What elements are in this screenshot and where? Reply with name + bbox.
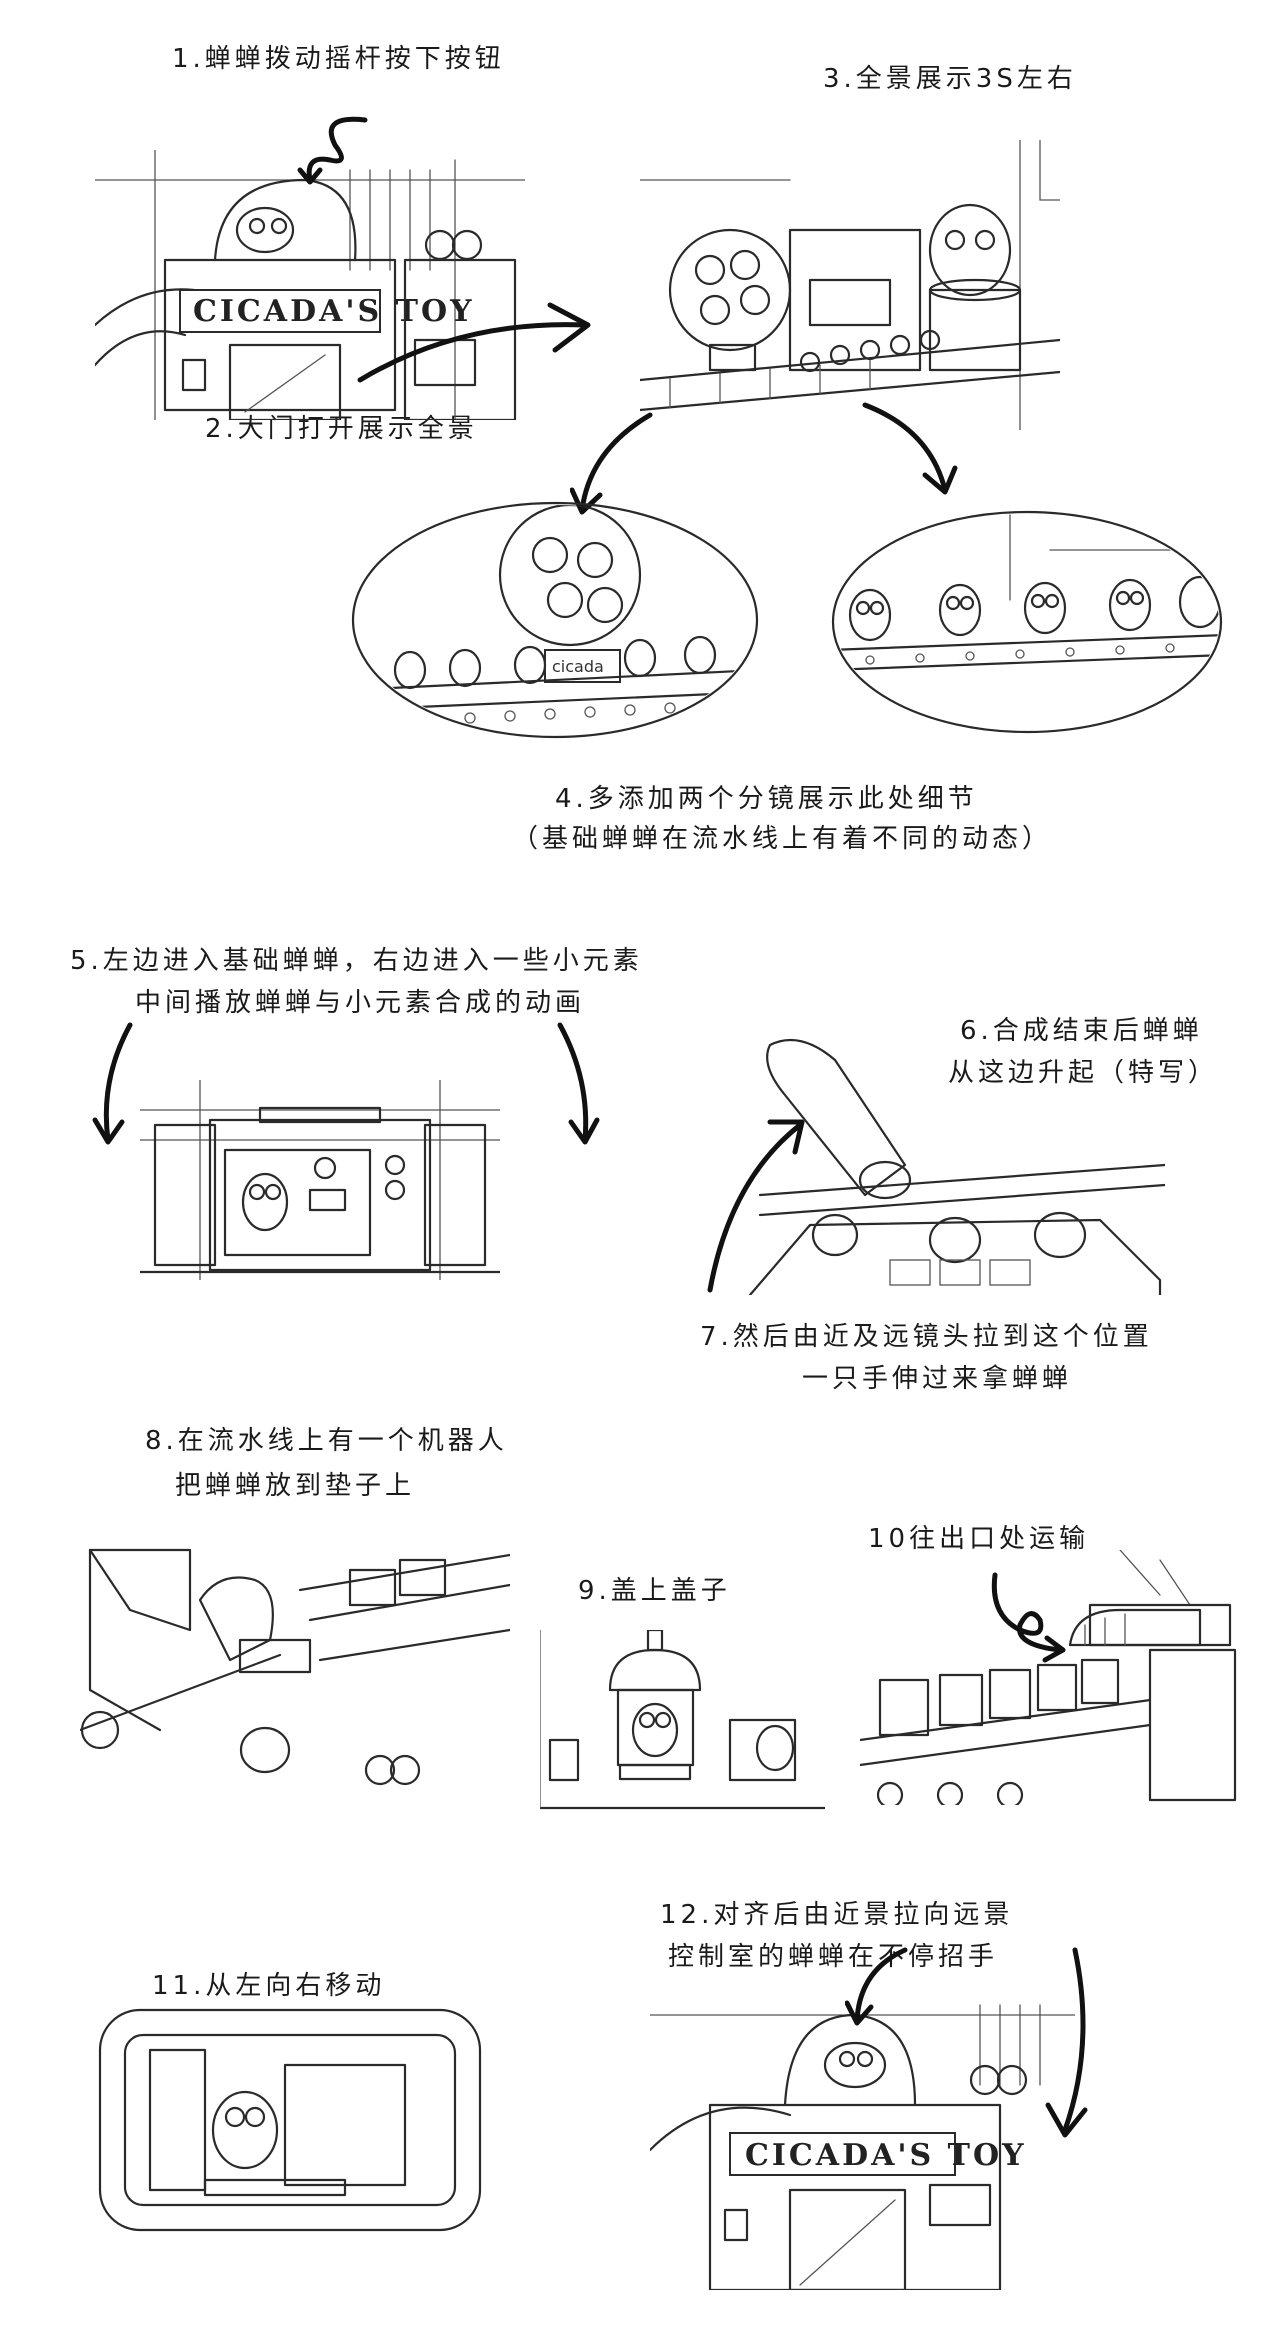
panel-shop-front-final: CICADA'S TOY [650, 1985, 1075, 2290]
arrow-down-icon [1040, 1945, 1100, 2145]
arrow-down-left-icon [570, 410, 660, 520]
note-4-line-1: 4.多添加两个分镜展示此处细节 [555, 784, 978, 814]
note-3: 3.全景展示3S左右 [823, 64, 1077, 94]
panel-detail-ellipse-right [830, 510, 1225, 735]
arrow-down-right-icon [545, 1020, 605, 1150]
note-11: 11.从左向右移动 [152, 1971, 386, 2001]
curl-arrow-icon [290, 110, 385, 185]
note-12-line-2: 控制室的蝉蝉在不停招手 [668, 1942, 999, 1972]
machine-label: cicada [552, 657, 604, 676]
note-5-line-1: 5.左边进入基础蝉蝉，右边进入一些小元素 [70, 946, 643, 976]
arrow-up-icon [700, 1110, 810, 1300]
curl-arrow-icon [985, 1570, 1075, 1665]
note-8-line-1: 8.在流水线上有一个机器人 [145, 1426, 508, 1456]
shop-sign: CICADA'S TOY [193, 294, 475, 329]
shop-sign-final: CICADA'S TOY [745, 2138, 1027, 2173]
panel-detail-ellipse-left: cicada [350, 500, 760, 740]
panel-left-to-right [95, 2005, 485, 2235]
note-7-line-1: 7.然后由近及远镜头拉到这个位置 [700, 1322, 1153, 1352]
arrow-down-left-icon [90, 1020, 150, 1150]
note-9: 9.盖上盖子 [578, 1576, 731, 1606]
note-6-line-2: 从这边升起（特写） [948, 1058, 1219, 1088]
panel-transport-exit [860, 1550, 1240, 1805]
arrow-down-left-icon [845, 1945, 915, 2030]
note-1: 1.蝉蝉拨动摇杆按下按钮 [172, 44, 505, 74]
arrow-right-icon [350, 290, 600, 390]
note-6-line-1: 6.合成结束后蝉蝉 [960, 1016, 1203, 1046]
note-8-line-2: 把蝉蝉放到垫子上 [175, 1471, 416, 1501]
note-4-line-2: （基础蝉蝉在流水线上有着不同的动态） [512, 824, 1053, 854]
arrow-down-right-icon [860, 400, 960, 500]
note-10: 10往出口处运输 [868, 1524, 1090, 1554]
panel-factory-overview [640, 140, 1060, 430]
panel-lid [540, 1630, 825, 1810]
note-7-line-2: 一只手伸过来拿蝉蝉 [802, 1364, 1073, 1394]
note-12-line-1: 12.对齐后由近景拉向远景 [660, 1900, 1014, 1930]
panel-synthesis-machine [140, 1080, 500, 1280]
panel-raise-closeup [740, 1035, 1165, 1295]
panel-robot-conveyor [80, 1530, 510, 1790]
note-5-line-2: 中间播放蝉蝉与小元素合成的动画 [135, 988, 586, 1018]
